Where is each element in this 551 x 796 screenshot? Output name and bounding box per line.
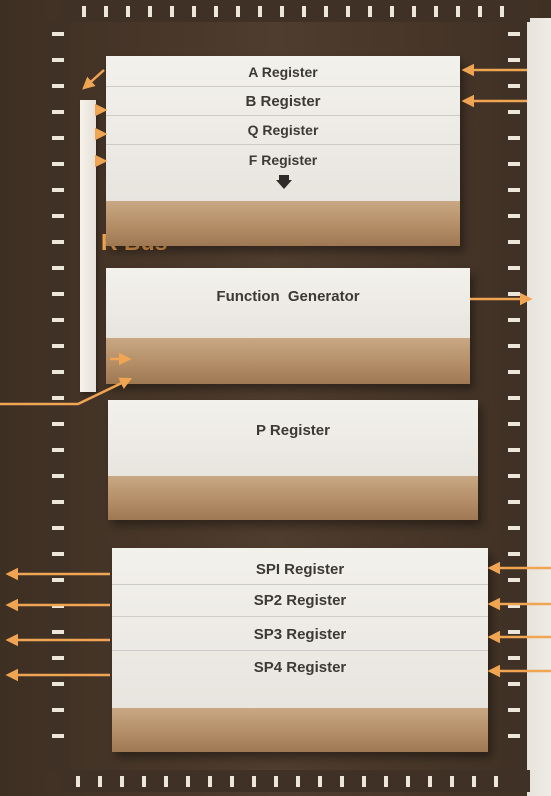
right-bus-rail: [502, 20, 526, 772]
sp1-register-row: SPI Register: [112, 548, 488, 584]
function-generator-label: Function Generator: [216, 288, 360, 305]
p-register-block: P Register: [108, 400, 478, 520]
f-register-label: F Register: [248, 152, 318, 168]
b-register-row: B Register: [106, 86, 460, 116]
sp2-register-row: SP2 Register: [112, 584, 488, 617]
function-generator-block: Function Generator: [106, 268, 470, 384]
arrow-a-to-rbus: [82, 69, 105, 90]
paper-background-edge: [527, 18, 551, 796]
down-arrow-icon: [276, 175, 292, 189]
q-register-row: Q Register: [106, 115, 460, 145]
sp4-register-label: SP4 Register: [253, 659, 347, 676]
sp-register-block: SPI Register SP2 Register SP3 Register S…: [112, 548, 488, 752]
abqf-register-block: A Register B Register Q Register F Regis…: [106, 56, 460, 246]
sp3-register-row: SP3 Register: [112, 616, 488, 651]
top-bus-rail: [60, 0, 530, 22]
p-register-label: P Register: [256, 422, 330, 439]
r-bus-strip: [80, 100, 96, 392]
sp3-register-label: SP3 Register: [253, 626, 347, 643]
q-register-label: Q Register: [247, 122, 319, 138]
sp4-register-row: SP4 Register: [112, 650, 488, 709]
a-register-label: A Register: [248, 64, 318, 80]
f-register-row: F Register: [106, 144, 460, 202]
sp2-register-label: SP2 Register: [253, 592, 347, 609]
left-bus-rail: [46, 20, 70, 772]
arrow-left-bus-to-function-generator: [0, 377, 133, 406]
sp1-register-label: SPI Register: [255, 561, 345, 578]
a-register-row: A Register: [106, 56, 460, 86]
bottom-bus-rail: [60, 770, 530, 792]
b-register-label: B Register: [245, 93, 321, 110]
